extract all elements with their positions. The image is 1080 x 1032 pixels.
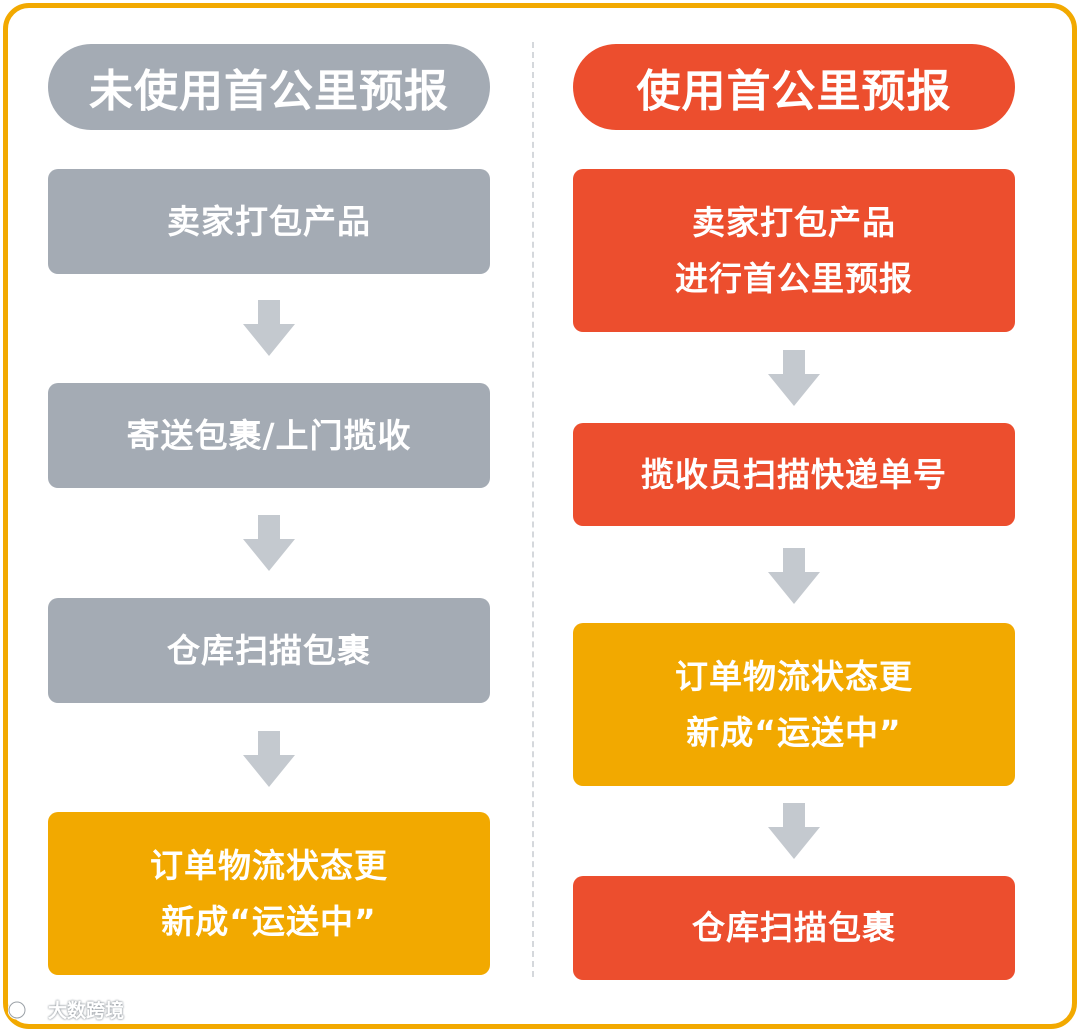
right-step-3-line-1: 订单物流状态更 <box>675 656 913 696</box>
logo-mark-icon <box>8 1000 41 1019</box>
left-step-3: 仓库扫描包裹 <box>48 598 490 703</box>
left-step-4-line-1: 订单物流状态更 <box>150 845 388 885</box>
right-step-4-line-1: 仓库扫描包裹 <box>692 908 896 947</box>
right-step-1-line-2: 进行首公里预报 <box>675 258 913 298</box>
watermark-text: 大数跨境 <box>48 1000 125 1022</box>
left-step-1-line-1: 卖家打包产品 <box>167 201 371 241</box>
left-step-4: 订单物流状态更 新成“运送中” <box>48 812 490 975</box>
left-title-pill: 未使用首公里预报 <box>48 44 490 130</box>
right-step-2-line-1: 揽收员扫描快递单号 <box>641 454 947 494</box>
right-title-pill: 使用首公里预报 <box>573 44 1015 130</box>
watermark: 大数跨境 <box>8 996 124 1023</box>
down-arrow-icon <box>768 803 820 859</box>
right-step-3-line-2: 新成“运送中” <box>686 712 902 752</box>
down-arrow-icon <box>768 548 820 604</box>
down-arrow-icon <box>768 350 820 406</box>
left-step-2-line-1: 寄送包裹/上门揽收 <box>126 415 412 455</box>
right-title: 使用首公里预报 <box>636 66 952 117</box>
right-step-1: 卖家打包产品 进行首公里预报 <box>573 169 1015 332</box>
column-divider <box>532 42 534 977</box>
right-step-4: 仓库扫描包裹 <box>573 876 1015 980</box>
right-step-3: 订单物流状态更 新成“运送中” <box>573 623 1015 786</box>
down-arrow-icon <box>243 300 295 356</box>
left-step-1: 卖家打包产品 <box>48 169 490 274</box>
left-step-4-line-2: 新成“运送中” <box>161 901 377 941</box>
left-step-2: 寄送包裹/上门揽收 <box>48 383 490 488</box>
right-step-2: 揽收员扫描快递单号 <box>573 423 1015 526</box>
left-title: 未使用首公里预报 <box>89 66 449 117</box>
down-arrow-icon <box>243 731 295 787</box>
right-step-1-line-1: 卖家打包产品 <box>692 202 896 242</box>
left-step-3-line-1: 仓库扫描包裹 <box>167 630 371 670</box>
down-arrow-icon <box>243 515 295 571</box>
